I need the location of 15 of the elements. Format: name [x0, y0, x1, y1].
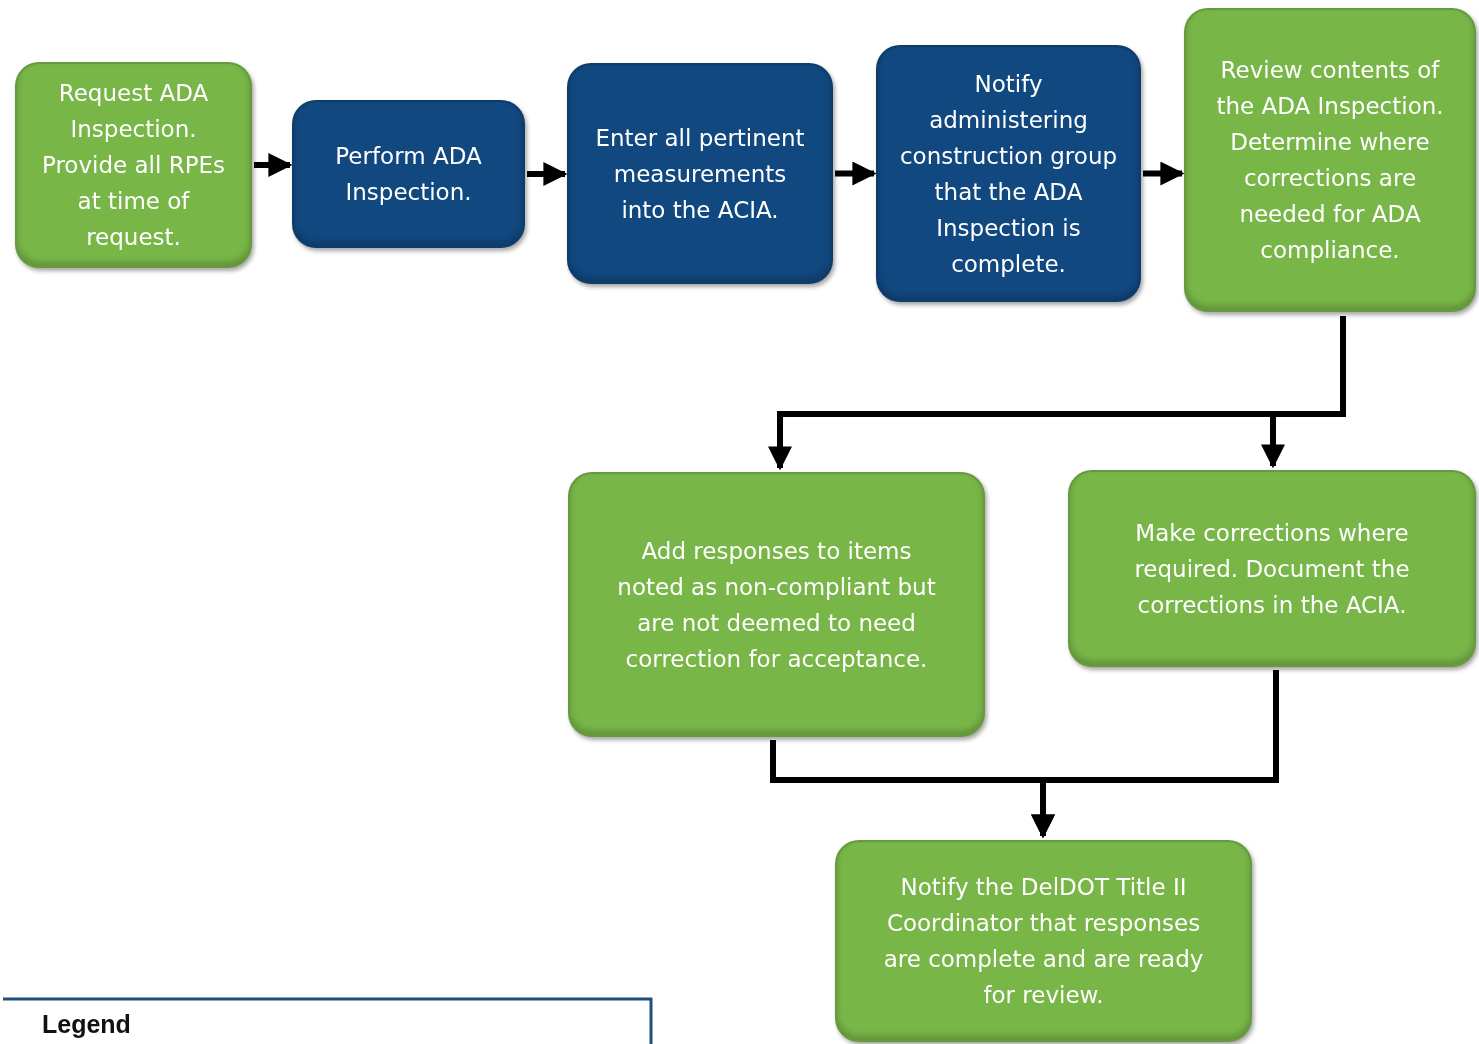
arrow [835, 161, 877, 186]
legend-heading: Legend [42, 1010, 131, 1039]
arrow [1261, 316, 1346, 469]
process-box: Request ADA Inspection. Provide all RPEs at time of request. [15, 62, 252, 268]
process-box: Review contents of the ADA Inspection. Determine where corrections are needed for ADA compliance. [1184, 8, 1476, 312]
arrow [254, 153, 293, 177]
process-box: Perform ADA Inspection. [292, 100, 525, 248]
arrow [527, 162, 568, 186]
process-box: Notify the DelDOT Title II Coordinator that responses are complete and are ready for review. [835, 840, 1252, 1042]
process-box: Enter all pertinent measurements into the ACIA. [567, 63, 833, 284]
arrow [1031, 670, 1279, 839]
process-box: Make corrections where required. Document the corrections in the ACIA. [1068, 470, 1476, 667]
arrow [1143, 161, 1185, 186]
process-box: Notify administering construction group that the ADA Inspection is complete. [876, 45, 1141, 302]
process-box: Add responses to items noted as non-compliant but are not deemed to need correction for acceptance. [568, 472, 985, 737]
